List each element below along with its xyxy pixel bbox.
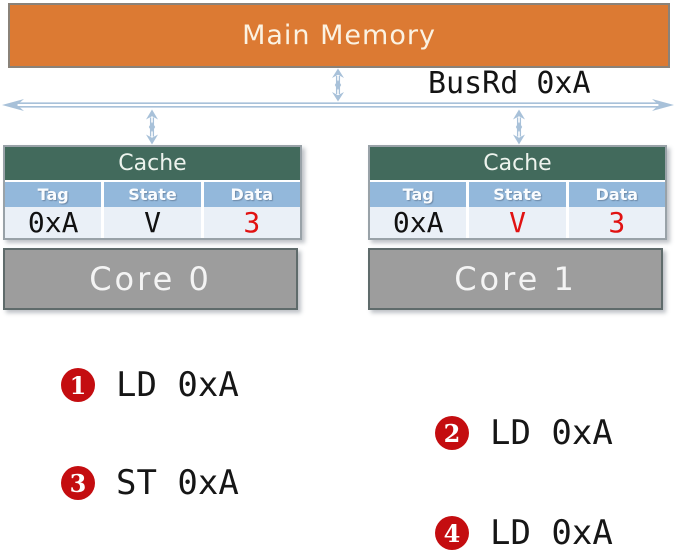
operation-3-number-badge: 3 [61, 466, 95, 500]
cache0-tag-value: 0xA [27, 206, 79, 239]
main-memory-label: Main Memory [242, 20, 436, 51]
cache0-col-state: State [101, 182, 200, 207]
operation-1: 1 LD 0xA [61, 365, 239, 405]
cache0-column-headers: Tag State Data [5, 182, 300, 207]
core1-box: Core 1 [368, 248, 663, 310]
cache1-col-tag: Tag [402, 185, 434, 204]
operation-1-label: LD 0xA [116, 365, 239, 405]
cache0-col-tag: Tag [37, 185, 69, 204]
operation-1-number-badge: 1 [61, 368, 95, 402]
operation-2-label: LD 0xA [490, 413, 613, 453]
core0-box: Core 0 [3, 248, 298, 310]
cache0-table: Cache Tag State Data 0xA V 3 [3, 145, 302, 240]
cache0-bus-double-arrow-icon [146, 109, 158, 145]
core0-label: Core 0 [89, 260, 212, 298]
cache0-state-value: V [101, 207, 200, 238]
main-memory-box: Main Memory [8, 3, 670, 68]
operation-2: 2 LD 0xA [435, 413, 613, 453]
cache1-column-headers: Tag State Data [370, 182, 665, 207]
operation-2-number-badge: 2 [435, 416, 469, 450]
cache1-table: Cache Tag State Data 0xA V 3 [368, 145, 667, 240]
memory-bus-double-arrow-icon [332, 68, 344, 102]
cache1-data-value: 3 [565, 207, 665, 238]
operation-3-label: ST 0xA [116, 463, 239, 503]
cache0-col-data: Data [200, 182, 300, 207]
cache1-entry-row: 0xA V 3 [370, 207, 665, 238]
cache1-title: Cache [370, 147, 665, 182]
cache0-data-value: 3 [200, 207, 300, 238]
operation-4-number-badge: 4 [435, 516, 469, 550]
cache1-bus-double-arrow-icon [513, 109, 525, 145]
core1-label: Core 1 [454, 260, 577, 298]
operation-3: 3 ST 0xA [61, 463, 239, 503]
cache1-state-value: V [466, 207, 565, 238]
cache0-entry-row: 0xA V 3 [5, 207, 300, 238]
cache1-col-data: Data [565, 182, 665, 207]
operation-4: 4 LD 0xA [435, 513, 613, 553]
bus-transaction-label: BusRd 0xA [428, 66, 591, 101]
cache1-tag-value: 0xA [392, 206, 444, 239]
cache1-col-state: State [466, 182, 565, 207]
shared-bus-arrow-icon [2, 99, 674, 111]
operation-4-label: LD 0xA [490, 513, 613, 553]
cache0-title: Cache [5, 147, 300, 182]
